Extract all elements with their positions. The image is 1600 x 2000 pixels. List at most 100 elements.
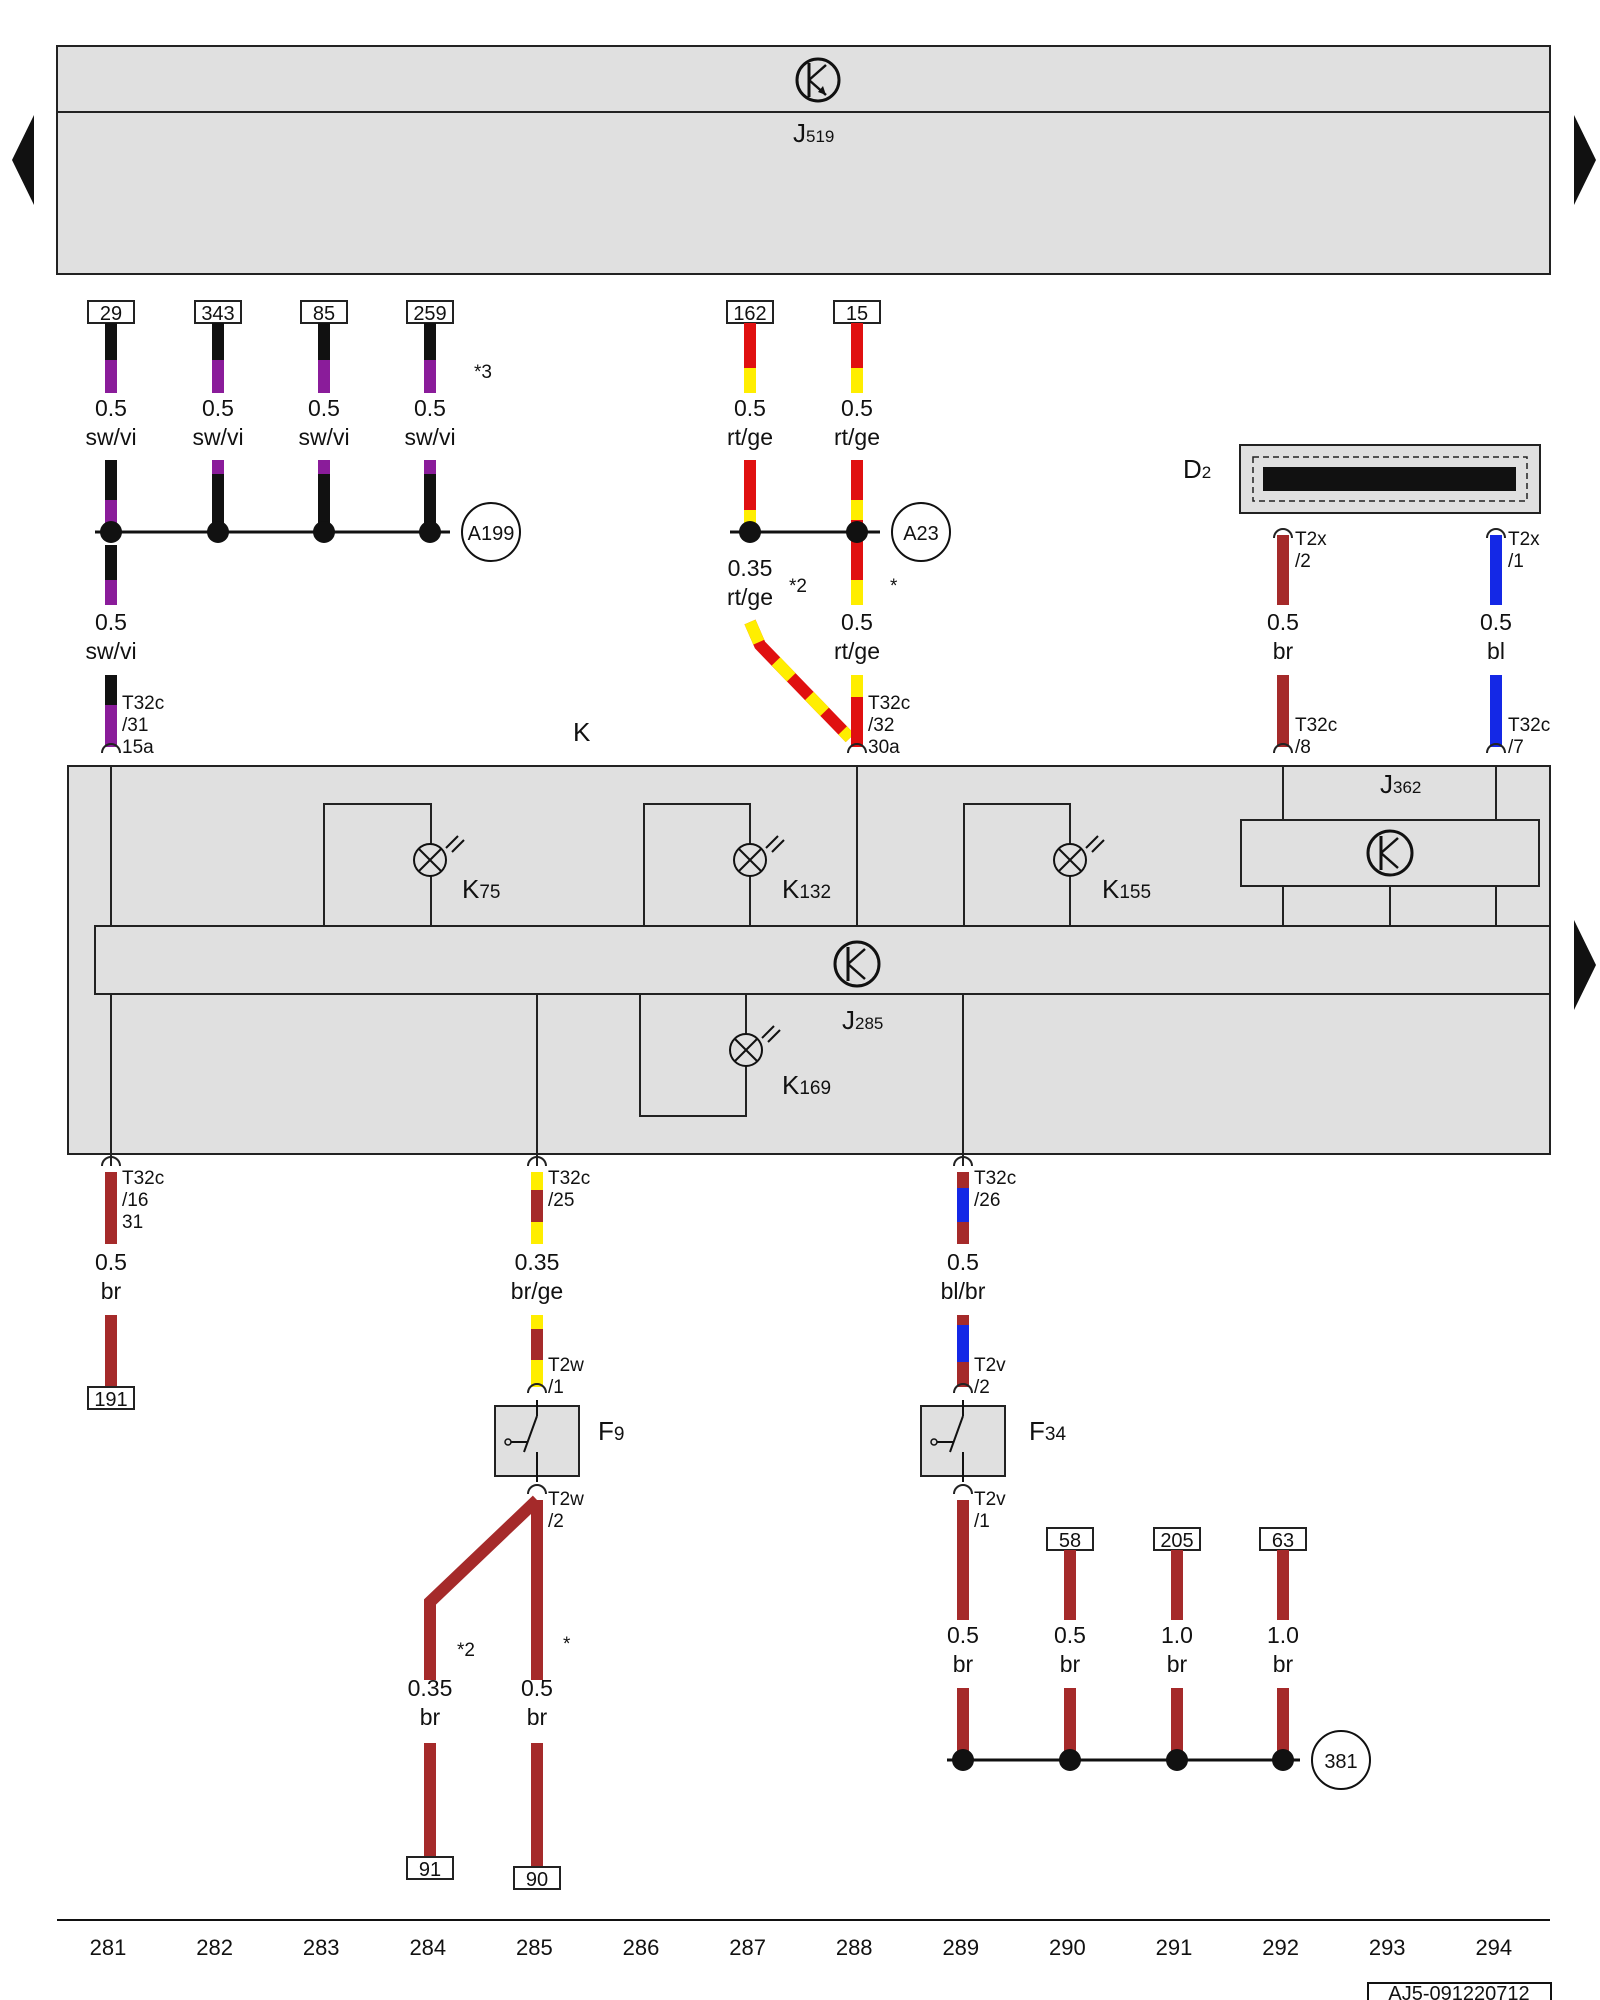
svg-text:85: 85 (313, 303, 335, 325)
pin-connector-icon (1486, 528, 1506, 539)
wire-rt-ge-diagonal (744, 619, 855, 743)
pin-label-t2v-1: T2v/1 (974, 1489, 1006, 1532)
ref-box-85: 85 (300, 300, 348, 325)
pin-connector-icon (1486, 743, 1506, 754)
svg-text:0.5: 0.5 (95, 609, 127, 635)
component-label-k155: K155 (1102, 874, 1151, 904)
svg-text:rt/ge: rt/ge (834, 638, 880, 664)
svg-text:T32c: T32c (1295, 715, 1337, 736)
svg-text:0.5: 0.5 (841, 395, 873, 421)
svg-text:br: br (527, 1704, 548, 1730)
svg-text:/16: /16 (122, 1190, 148, 1211)
svg-text:/25: /25 (548, 1190, 574, 1211)
svg-text:90: 90 (526, 1869, 548, 1891)
svg-text:sw/vi: sw/vi (85, 424, 136, 450)
continuation-arrow-icon[interactable] (1574, 920, 1596, 1010)
svg-text:sw/vi: sw/vi (404, 424, 455, 450)
wire-sw-vi-259 (424, 323, 436, 530)
switch-f9 (494, 1400, 580, 1482)
svg-text:91: 91 (419, 1859, 441, 1881)
wire-label: 0.35 br/ge (511, 1249, 563, 1304)
svg-text:/26: /26 (974, 1190, 1000, 1211)
svg-text:sw/vi: sw/vi (192, 424, 243, 450)
component-label-k132: K132 (782, 874, 831, 904)
svg-text:sw/vi: sw/vi (298, 424, 349, 450)
svg-text:sw/vi: sw/vi (85, 638, 136, 664)
wire-br-63 (1277, 1550, 1289, 1760)
component-label-k169: K169 (782, 1070, 831, 1100)
svg-text:T2x: T2x (1295, 529, 1327, 550)
pin-label-t2x-1: T2x/1 (1508, 529, 1540, 572)
drawing-id: AJ5-091220712 (1367, 1982, 1552, 2000)
column-number: 283 (303, 1935, 340, 1960)
svg-text:rt/ge: rt/ge (834, 424, 880, 450)
pin-label-t32c-8: T32c/8 (1295, 715, 1337, 758)
svg-text:br/ge: br/ge (511, 1278, 563, 1304)
svg-text:rt/ge: rt/ge (727, 584, 773, 610)
svg-text:T32c: T32c (868, 693, 910, 714)
svg-text:0.5: 0.5 (414, 395, 446, 421)
svg-text:205: 205 (1160, 1530, 1193, 1552)
svg-text:T2v: T2v (974, 1355, 1006, 1376)
j285-control-bar (94, 925, 1551, 995)
svg-text:343: 343 (201, 303, 234, 325)
wire-label: 0.5sw/vi (192, 395, 243, 450)
svg-text:162: 162 (733, 303, 766, 325)
column-number: 294 (1475, 1935, 1512, 1960)
ref-box-15: 15 (833, 300, 881, 325)
wire-label: 0.5br (947, 1622, 979, 1677)
wire-label: 1.0br (1267, 1622, 1299, 1677)
component-label-j519: J519 (793, 118, 834, 148)
svg-text:T2v: T2v (974, 1489, 1006, 1510)
wire-sw-vi-85 (318, 323, 330, 530)
connection-a23: A23 (891, 502, 951, 562)
ref-box-63: 63 (1259, 1527, 1307, 1552)
column-number: 289 (942, 1935, 979, 1960)
wire-br-191 (105, 1172, 117, 1387)
svg-text:0.5: 0.5 (947, 1249, 979, 1275)
wire-sw-vi-to-k (105, 675, 117, 747)
svg-text:T2x: T2x (1508, 529, 1540, 550)
pin-connector-icon (527, 1383, 547, 1394)
d2-component (1239, 444, 1541, 514)
lamp-k132 (643, 803, 785, 926)
svg-text:191: 191 (94, 1389, 127, 1411)
wire-br-f34-out (957, 1500, 969, 1760)
wire-label: 0.5sw/vi (298, 395, 349, 450)
wire-sw-vi-29 (105, 323, 117, 605)
electronic-module-icon (1366, 829, 1414, 877)
svg-text:/2: /2 (1295, 551, 1311, 572)
switch-f34 (920, 1400, 1006, 1482)
wire-label: 0.5 rt/ge (834, 609, 880, 664)
footnote-marker: *2 (789, 576, 807, 597)
svg-text:0.5: 0.5 (841, 609, 873, 635)
svg-text:T2w: T2w (548, 1355, 584, 1376)
electronic-module-icon (795, 57, 841, 103)
svg-text:0.35: 0.35 (408, 1675, 453, 1701)
previous-page-arrow-icon[interactable] (12, 115, 34, 205)
svg-text:29: 29 (100, 303, 122, 325)
next-page-arrow-icon[interactable] (1574, 115, 1596, 205)
svg-text:T32c: T32c (1508, 715, 1550, 736)
svg-text:0.5: 0.5 (1480, 609, 1512, 635)
svg-text:/7: /7 (1508, 737, 1524, 758)
svg-text:/1: /1 (548, 1377, 564, 1398)
column-number: 292 (1262, 1935, 1299, 1960)
ref-box-162: 162 (726, 300, 774, 325)
ref-box-90: 90 (513, 1866, 561, 1891)
svg-text:15a: 15a (122, 737, 154, 758)
ref-box-29: 29 (87, 300, 135, 325)
footnote-marker: * (563, 1634, 571, 1655)
column-number: 284 (409, 1935, 446, 1960)
svg-text:0.35: 0.35 (515, 1249, 560, 1275)
component-label-j285: J285 (842, 1005, 883, 1035)
svg-text:0.5: 0.5 (95, 395, 127, 421)
wire-bl-d2 (1490, 535, 1502, 747)
wire-label: 0.5 sw/vi (85, 609, 136, 664)
svg-text:1.0: 1.0 (1267, 1622, 1299, 1648)
component-label-k75: K75 (462, 874, 500, 904)
